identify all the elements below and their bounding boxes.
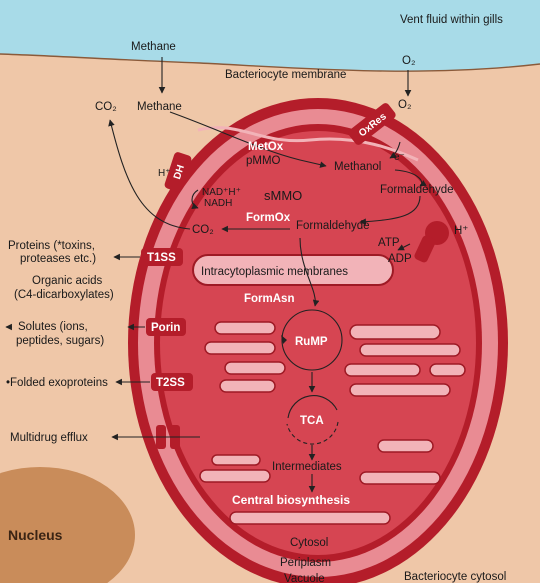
vacuole-label: Vacuole	[284, 573, 325, 583]
metox-label: MetOx	[248, 141, 284, 153]
proteases-label: proteases etc.)	[20, 253, 96, 265]
adp-label: ADP	[388, 253, 412, 265]
nadh-label: NADH	[204, 198, 232, 209]
membrane-stack	[360, 472, 440, 484]
rump-label: RuMP	[295, 336, 328, 348]
porin-label: Porin	[151, 322, 180, 334]
solutes-label: Solutes (ions,	[18, 321, 88, 333]
membrane-stack	[345, 364, 420, 376]
membrane-stack	[200, 470, 270, 482]
intracytoplasmic-label: Intracytoplasmic membranes	[201, 266, 348, 278]
membrane-stack	[225, 362, 285, 374]
methanol-label: Methanol	[334, 161, 381, 173]
membrane-stack	[350, 325, 440, 339]
pmmo-label: pMMO	[246, 155, 281, 167]
o2-inner-label: O₂	[398, 99, 411, 111]
membrane-stack	[212, 455, 260, 465]
nad-h-label: NAD⁺H⁺	[202, 187, 241, 198]
folded-exoproteins-label: •Folded exoproteins	[6, 377, 108, 389]
formox-label: FormOx	[246, 212, 291, 224]
multidrug-label: Multidrug efflux	[10, 432, 88, 444]
membrane-stack	[360, 344, 460, 356]
t1ss-label: T1SS	[147, 252, 176, 264]
h-plus-atp-label: H⁺	[454, 225, 468, 237]
o2-top-label: O₂	[402, 55, 415, 67]
membrane-stack	[205, 342, 275, 354]
membrane-stack	[350, 384, 450, 396]
methane-top-label: Methane	[131, 41, 176, 53]
formasn-label: FormAsn	[244, 293, 294, 305]
nucleus-label: Nucleus	[8, 527, 63, 543]
methane-inner-label: Methane	[137, 101, 182, 113]
h-plus-dh-label: H⁺	[158, 168, 171, 179]
membrane-stack	[230, 512, 390, 524]
smmo-label: sMMO	[264, 188, 302, 203]
membrane-stack	[378, 440, 433, 452]
proteins-label: Proteins (*toxins,	[8, 240, 95, 252]
e-minus-label: e⁻	[394, 152, 405, 163]
peptides-label: peptides, sugars)	[16, 335, 104, 347]
membrane-stack	[215, 322, 275, 334]
bacteriocyte-cytosol-label: Bacteriocyte cytosol	[404, 571, 506, 583]
membrane-stack	[430, 364, 465, 376]
co2-left-label: CO₂	[95, 101, 117, 113]
bacteriocyte-membrane-label: Bacteriocyte membrane	[225, 69, 346, 81]
periplasm-label: Periplasm	[280, 557, 331, 569]
atp-label: ATP	[378, 237, 400, 249]
membrane-stack	[220, 380, 275, 392]
intermediates-label: Intermediates	[272, 461, 342, 473]
vent-fluid-label: Vent fluid within gills	[400, 14, 503, 26]
formaldehyde-2-label: Formaldehyde	[296, 220, 370, 232]
central-biosynthesis-label: Central biosynthesis	[232, 493, 350, 507]
tca-label: TCA	[300, 415, 324, 427]
organic-acids-label: Organic acids	[32, 275, 103, 287]
c4-label: (C4-dicarboxylates)	[14, 289, 114, 301]
co2-inner-label: CO₂	[192, 224, 214, 236]
cytosol-label: Cytosol	[290, 537, 328, 549]
formaldehyde-1-label: Formaldehyde	[380, 184, 454, 196]
t2ss-label: T2SS	[156, 377, 185, 389]
